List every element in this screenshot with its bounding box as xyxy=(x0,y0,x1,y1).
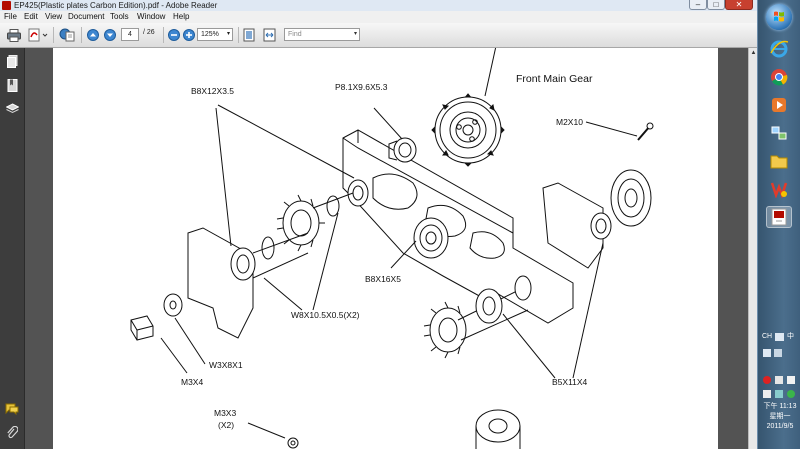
window-title: EP425(Plastic plates Carbon Edition).pdf… xyxy=(14,1,218,10)
tray-volume-icon[interactable] xyxy=(787,376,795,384)
document-area[interactable]: Front Main Gear P8.1X9.6X5.3 B8X12X3.5 M… xyxy=(25,48,748,449)
menu-bar: File Edit View Document Tools Window Hel… xyxy=(0,11,757,23)
label-w3x8: W3X8X1 xyxy=(209,360,243,370)
zoom-in-icon[interactable] xyxy=(182,27,195,43)
create-pdf-icon[interactable] xyxy=(27,27,49,43)
taskbar-network-icon[interactable] xyxy=(766,122,792,144)
chevron-down-icon: ▾ xyxy=(353,31,357,37)
scroll-up-icon[interactable]: ▲ xyxy=(750,50,757,56)
taskbar-chrome-icon[interactable] xyxy=(766,66,792,88)
label-b8x12: B8X12X3.5 xyxy=(191,86,235,96)
ime-icon[interactable] xyxy=(775,333,784,341)
toolbar: 4 / 26 125% ▾ Find ▾ xyxy=(0,23,757,48)
language-indicator[interactable]: CH xyxy=(762,333,773,340)
taskbar: CH 中 下午 11:13 星期一 2011/9/5 xyxy=(757,0,800,449)
windows-logo-icon xyxy=(774,11,784,22)
navigation-panel xyxy=(0,48,25,449)
label-b8x16: B8X16X5 xyxy=(365,274,401,284)
menu-tools[interactable]: Tools xyxy=(110,12,129,21)
print-icon[interactable] xyxy=(6,27,22,43)
collaborate-icon[interactable] xyxy=(58,27,76,43)
tray-keyboard-icon[interactable] xyxy=(763,349,771,357)
vertical-scrollbar[interactable]: ▲ xyxy=(748,48,758,449)
clock-time[interactable]: 下午 11:13 xyxy=(763,403,797,410)
chevron-down-icon: ▾ xyxy=(226,31,230,37)
taskbar-adobe-reader-icon[interactable] xyxy=(766,206,792,228)
comments-icon[interactable] xyxy=(5,402,19,416)
label-front-main-gear: Front Main Gear xyxy=(516,73,593,85)
menu-edit[interactable]: Edit xyxy=(24,12,38,21)
zoom-out-icon[interactable] xyxy=(167,27,180,43)
zoom-select[interactable]: 125% ▾ xyxy=(197,28,233,41)
pdf-page: Front Main Gear P8.1X9.6X5.3 B8X12X3.5 M… xyxy=(53,48,718,449)
tray-help-icon[interactable] xyxy=(774,349,782,357)
taskbar-ie-icon[interactable] xyxy=(766,38,792,60)
attachments-icon[interactable] xyxy=(5,426,19,440)
page-number-input[interactable]: 4 xyxy=(121,28,139,41)
adobe-reader-window: EP425(Plastic plates Carbon Edition).pdf… xyxy=(0,0,758,449)
maximize-button[interactable]: □ xyxy=(707,0,725,10)
minimize-button[interactable]: – xyxy=(689,0,707,10)
menu-help[interactable]: Help xyxy=(173,12,190,21)
tray-antivirus-icon[interactable] xyxy=(763,376,771,384)
clock-weekday: 星期一 xyxy=(769,413,791,420)
menu-view[interactable]: View xyxy=(45,12,63,21)
total-pages-label: / 26 xyxy=(143,29,155,36)
close-button[interactable]: ✕ xyxy=(725,0,753,10)
exploded-gearbox-diagram xyxy=(130,48,654,449)
start-button[interactable] xyxy=(766,4,792,30)
find-placeholder: Find xyxy=(288,31,302,38)
fit-page-icon[interactable] xyxy=(242,27,256,43)
menu-document[interactable]: Document xyxy=(68,12,105,21)
label-m3x4: M3X4 xyxy=(181,377,204,387)
zoom-value: 125% xyxy=(201,31,219,38)
taskbar-media-player-icon[interactable] xyxy=(766,94,792,116)
label-m3x3: M3X3 xyxy=(214,408,237,418)
clock-date: 2011/9/5 xyxy=(766,423,794,430)
tray-monitor-icon[interactable] xyxy=(775,376,783,384)
find-input[interactable]: Find ▾ xyxy=(284,28,360,41)
ime-mode[interactable]: 中 xyxy=(787,333,794,340)
previous-page-icon[interactable] xyxy=(86,27,100,43)
tray-update-icon[interactable] xyxy=(787,390,795,398)
tray-network-icon[interactable] xyxy=(775,390,783,398)
tray-flag-icon[interactable] xyxy=(763,390,771,398)
label-b5x11: B5X11X4 xyxy=(552,377,588,387)
bookmarks-icon[interactable] xyxy=(5,78,19,92)
fit-width-icon[interactable] xyxy=(262,27,276,43)
next-page-icon[interactable] xyxy=(103,27,117,43)
label-w8x10: W8X10.5X0.5(X2) xyxy=(291,310,360,320)
label-m2x10: M2X10 xyxy=(556,117,583,127)
layers-icon[interactable] xyxy=(5,102,19,116)
adobe-reader-icon xyxy=(2,1,11,10)
label-p8: P8.1X9.6X5.3 xyxy=(335,82,388,92)
page-thumbnails-icon[interactable] xyxy=(5,54,19,68)
taskbar-app-icon[interactable] xyxy=(766,178,792,200)
taskbar-folder-icon[interactable] xyxy=(766,150,792,172)
label-m3x3-qty: (X2) xyxy=(218,420,235,430)
menu-file[interactable]: File xyxy=(4,12,17,21)
menu-window[interactable]: Window xyxy=(137,12,166,21)
